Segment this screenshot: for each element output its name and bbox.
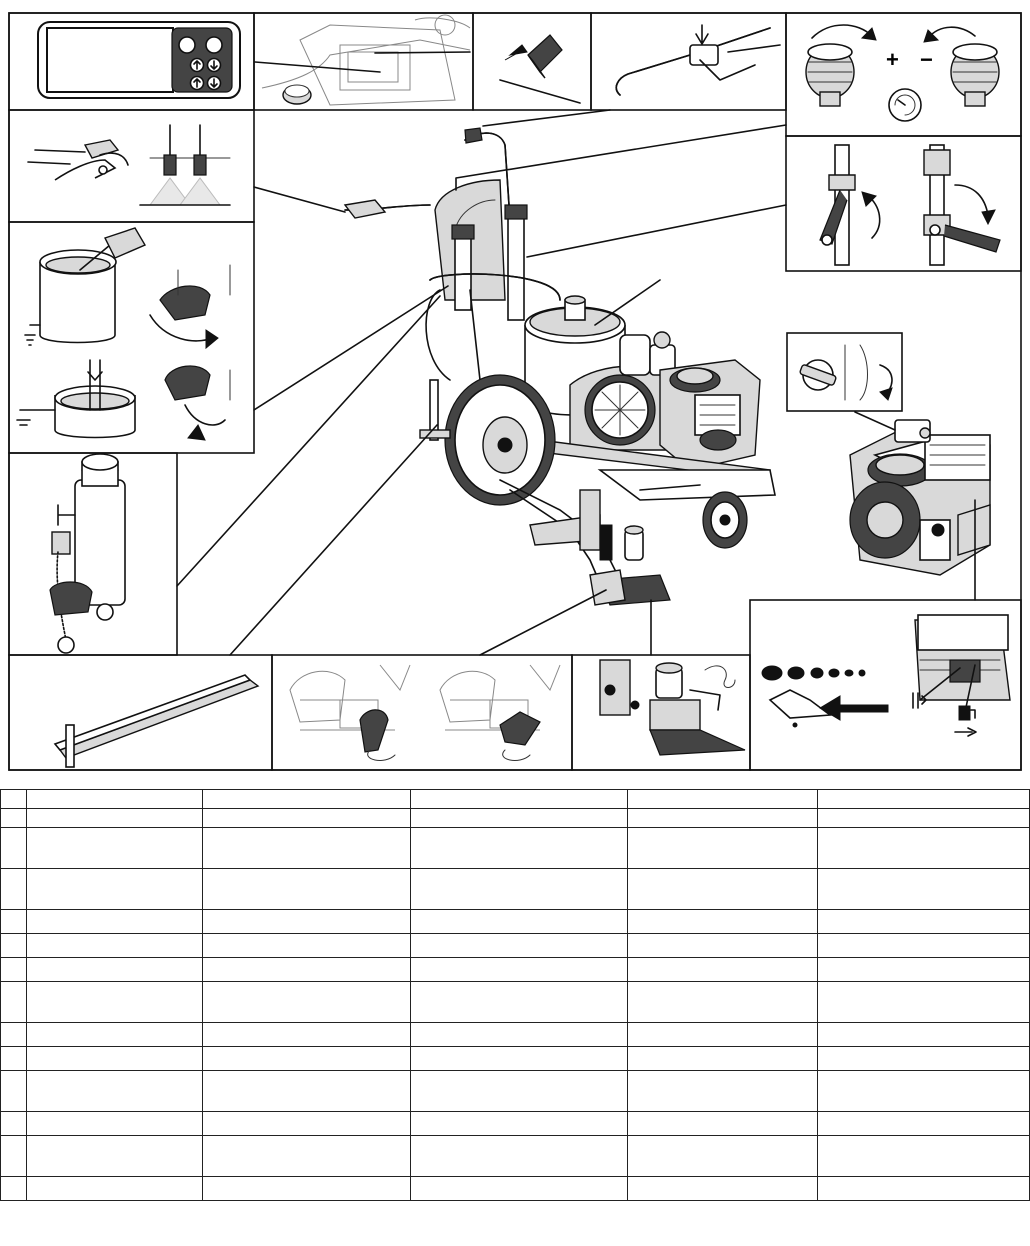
panel-flushing	[8, 221, 255, 454]
table-row	[0, 1135, 1030, 1177]
table-row	[0, 1022, 1030, 1047]
panel-choke-fuel	[749, 599, 1022, 771]
panel-valves	[785, 135, 1022, 272]
down-arrow-icon	[695, 24, 709, 45]
left-arrow-icon	[819, 695, 841, 721]
panel-handlebar-display	[253, 12, 474, 111]
panel-spray-guns	[8, 109, 255, 223]
table-row	[0, 1070, 1030, 1112]
table-row	[0, 789, 1030, 809]
leader-lines	[176, 109, 787, 656]
table-row	[0, 1176, 1030, 1201]
plus-sign: +	[886, 47, 899, 72]
panel-pressure-knobs: + −	[785, 12, 1022, 137]
table-row	[0, 981, 1030, 1023]
panel-filter	[8, 452, 178, 656]
minus-sign: −	[920, 47, 933, 72]
panel-engine	[849, 411, 991, 601]
empty-grid-table	[0, 789, 1030, 1201]
panel-gun-holder	[571, 654, 751, 771]
table-row	[0, 808, 1030, 828]
panel-engine-switch	[786, 332, 903, 412]
line-striper-machine	[343, 127, 776, 606]
ground-icon	[24, 324, 41, 346]
pressure-knob-left-icon	[805, 43, 855, 107]
table-row	[0, 868, 1030, 910]
press-arrow-icon	[504, 44, 528, 61]
display-button-icon	[178, 36, 196, 54]
panel-handle-button	[590, 12, 787, 111]
fuel-icon	[958, 705, 971, 721]
choke-icon	[912, 692, 927, 709]
leader-line	[374, 51, 471, 54]
leader-line	[254, 61, 381, 73]
panel-bar	[8, 654, 273, 771]
display-screen	[46, 27, 174, 93]
valve-handle-down	[943, 224, 1001, 253]
table-row	[0, 933, 1030, 958]
panel-digital-display	[8, 12, 255, 111]
table-row	[0, 1111, 1030, 1136]
panel-gun-trigger-positions	[271, 654, 573, 771]
table-row	[0, 827, 1030, 869]
table-row	[0, 1046, 1030, 1071]
display-button-icon	[205, 36, 223, 54]
panel-press-button	[472, 12, 592, 111]
sprayer-component-figure: + −	[8, 12, 1022, 771]
table-row	[0, 957, 1030, 982]
table-row	[0, 909, 1030, 934]
pressure-knob-right-icon	[950, 43, 1000, 107]
